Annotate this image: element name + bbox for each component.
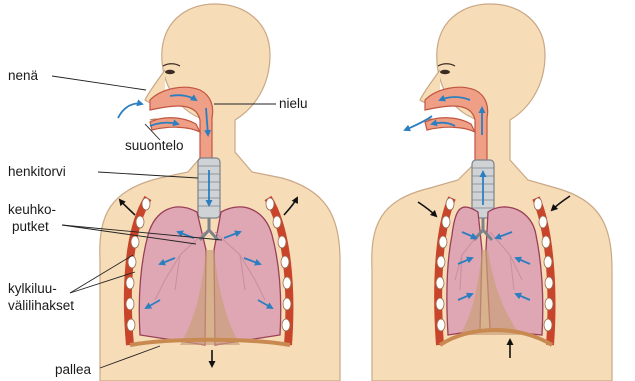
label-trachea: henkitorvi [8, 164, 66, 179]
oral-cavity [150, 118, 200, 132]
inhale-figure [100, 4, 340, 381]
label-oral-cavity: suuontelo [125, 138, 184, 153]
label-bronchi-2: putket [12, 219, 49, 234]
label-bronchi-1: keuhko- [8, 202, 56, 217]
label-intercostal-1: kylkiluu- [8, 281, 57, 296]
label-pharynx: nielu [279, 96, 308, 111]
exhale-figure [372, 4, 612, 381]
label-intercostal-2: välilihakset [8, 298, 74, 313]
label-diaphragm: pallea [55, 362, 92, 377]
label-nose: nenä [8, 68, 39, 83]
